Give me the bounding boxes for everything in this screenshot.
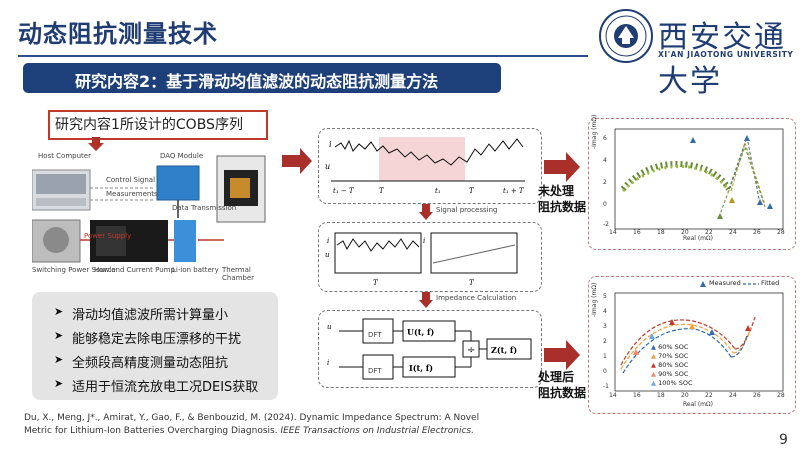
soc-legend: ▲ 60% SOC ▲ 70% SOC ▲ 80% SOC ▲ 90% SOC …: [651, 343, 693, 388]
hardware-setup-illustration: [31, 155, 266, 263]
impedance-calculation-label: Impedance Calculation: [436, 294, 517, 302]
legend-item: ▲ 70% SOC: [651, 352, 689, 360]
top-chart-xlabel: Real (mΩ): [683, 235, 713, 242]
legend-item: ▲ 60% SOC: [651, 343, 689, 351]
down-arrow-icon: [419, 292, 433, 308]
processed-nyquist-plot: [614, 281, 784, 392]
processed-signal-panel: i u i T T: [318, 222, 542, 292]
svg-text:t₁ − T: t₁ − T: [333, 187, 355, 195]
feature-list: ➤滑动均值滤波所需计算量小 ➤能够稳定去除电压漂移的干扰 ➤全频段高精度测量动态…: [32, 292, 278, 400]
right-arrow-icon: [282, 148, 312, 174]
processed-nyquist-chart: Measured Fitted ▲ 60% SOC ▲ 70% SOC ▲ 80…: [588, 276, 796, 414]
processed-signal-plot: i u i T T: [325, 232, 518, 287]
university-logo: 西安交通大学 XI'AN JIAOTONG UNIVERSITY: [598, 8, 803, 99]
svg-text:i: i: [327, 237, 329, 245]
bottom-chart-ylabel: -Imag (mΩ): [591, 282, 598, 317]
legend-item: ▲ 80% SOC: [651, 361, 689, 369]
section-banner-text: 研究内容2：基于滑动均值滤波的动态阻抗测量方法: [75, 72, 439, 91]
signal-processing-label: Signal processing: [436, 206, 498, 214]
svg-text:u: u: [325, 162, 330, 171]
svg-text:u: u: [325, 251, 330, 259]
measurements-label: Measurements: [106, 190, 158, 198]
dft-label: DFT: [368, 331, 382, 339]
down-arrow-icon: [419, 204, 433, 220]
unprocessed-nyquist-plot: [614, 128, 784, 230]
svg-text:i: i: [423, 237, 425, 245]
dft-panel: ÷ u i U(t, f) I(t, f) Z(t, f) DFT DFT: [318, 310, 542, 388]
unprocessed-data-label: 未处理 阻抗数据: [538, 184, 587, 214]
unprocessed-nyquist-chart: -Imag (mΩ) Real (mΩ) 14 16 18 20 22 24 2…: [588, 114, 796, 250]
citation-line-2: Metric for Lithium-Ion Batteries Overcha…: [24, 426, 474, 436]
switching-power-source-label: Switching Power Source: [32, 266, 116, 274]
control-signal-label: Control Signal: [106, 176, 156, 184]
svg-text:Z(t, f): Z(t, f): [491, 345, 517, 355]
legend-item: ▲ 90% SOC: [651, 370, 689, 378]
legend-item: ▲ 100% SOC: [651, 379, 693, 387]
svg-text:u: u: [327, 323, 332, 331]
bottom-chart-xlabel: Real (mΩ): [683, 401, 713, 408]
university-name-cn: 西安交通大学: [658, 20, 786, 99]
li-ion-battery-label: Li-ion battery: [172, 266, 219, 274]
raw-signal-plot: i u t₁ − T T t₁ T t₁ + T: [325, 137, 525, 195]
daq-module-label: DAQ Module: [160, 152, 204, 160]
hardware-setup-diagram: Host Computer DAQ Module Control Signal …: [31, 148, 282, 282]
svg-text:U(t, f): U(t, f): [407, 327, 434, 337]
processed-data-label: 处理后 阻抗数据: [538, 370, 587, 400]
svg-text:I(t, f): I(t, f): [409, 363, 433, 373]
top-chart-yticks: -2 0 2 4 6: [603, 135, 609, 228]
svg-text:t₁: t₁: [435, 187, 441, 195]
svg-text:T: T: [469, 279, 475, 287]
svg-text:T: T: [469, 187, 475, 195]
right-arrow-icon: [544, 152, 580, 182]
power-supply-label: Power Supply: [84, 232, 132, 240]
page-number: 9: [779, 432, 788, 448]
page-title: 动态阻抗测量技术: [18, 20, 218, 48]
svg-text:t₁ + T: t₁ + T: [503, 187, 525, 195]
host-computer-label: Host Computer: [38, 152, 91, 160]
dft-block-diagram: ÷ u i U(t, f) I(t, f) Z(t, f): [327, 318, 532, 380]
svg-text:T: T: [373, 279, 379, 287]
citation-line-1: Du, X., Meng, J*., Amirat, Y., Gao, F., …: [24, 413, 480, 423]
citation: Du, X., Meng, J*., Amirat, Y., Gao, F., …: [24, 412, 494, 438]
howland-pump-label: Howland Current Pump: [94, 266, 175, 274]
data-transmission-label: Data Transmission: [172, 204, 237, 212]
university-name-en: XI'AN JIAOTONG UNIVERSITY: [658, 50, 794, 59]
cobs-tag-text: 研究内容1所设计的COBS序列: [55, 117, 243, 133]
thermal-chamber-label: Thermal Chamber: [222, 266, 255, 282]
legend-measured: Measured: [709, 279, 741, 287]
svg-text:i: i: [329, 140, 332, 149]
raw-signal-panel: i u t₁ − T T t₁ T t₁ + T: [318, 128, 542, 204]
dft-label: DFT: [368, 367, 382, 375]
right-arrow-icon: [544, 340, 580, 370]
title-divider: [18, 55, 588, 57]
cobs-tag-box: [48, 110, 268, 140]
university-seal-icon: [599, 9, 653, 63]
bottom-chart-yticks: -1 0 1 2 3 4 5: [603, 293, 609, 390]
svg-text:i: i: [327, 359, 329, 367]
legend-fitted: Fitted: [761, 279, 780, 287]
svg-text:T: T: [379, 187, 385, 195]
section-banner: [23, 63, 501, 93]
top-chart-ylabel: -Imag (mΩ): [591, 114, 598, 149]
down-arrow-icon: [88, 137, 104, 151]
svg-text:÷: ÷: [467, 345, 475, 356]
